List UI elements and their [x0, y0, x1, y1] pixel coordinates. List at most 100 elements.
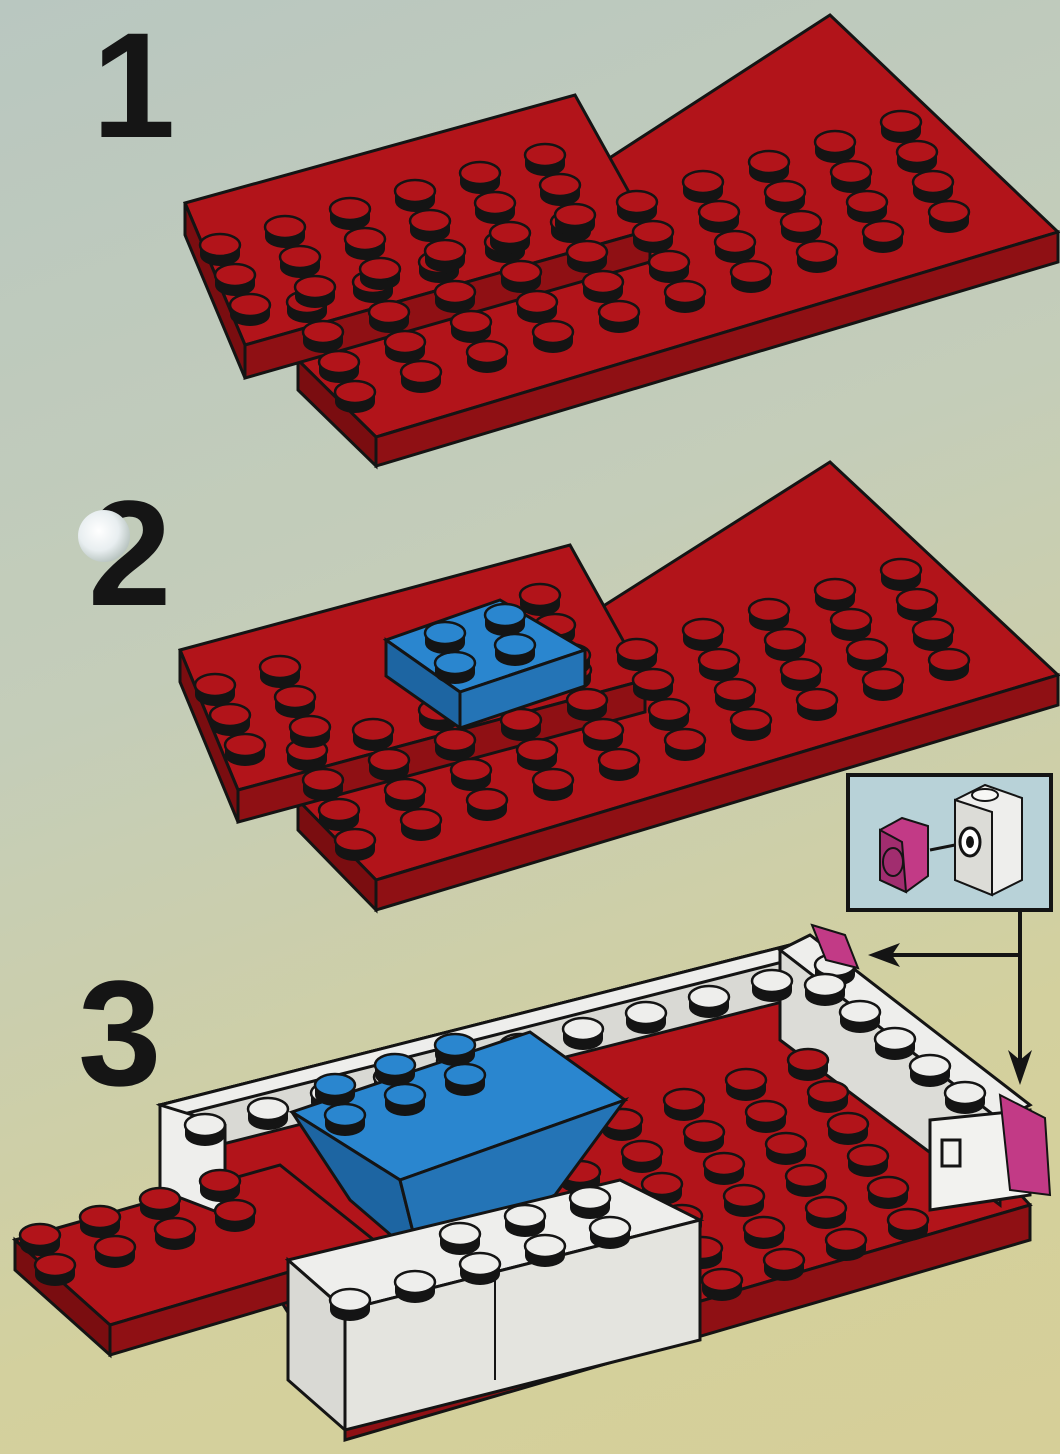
stud-icon	[80, 1206, 120, 1238]
stud-icon	[533, 769, 573, 801]
stud-icon	[319, 799, 359, 831]
stud-icon	[185, 1114, 225, 1146]
stud-icon	[540, 174, 580, 206]
stud-icon	[330, 198, 370, 230]
stud-icon	[410, 210, 450, 242]
stud-icon	[815, 131, 855, 163]
stud-icon	[425, 622, 465, 654]
stud-icon	[369, 749, 409, 781]
stud-icon	[248, 1098, 288, 1130]
stud-icon	[731, 261, 771, 293]
stud-icon	[395, 180, 435, 212]
stud-icon	[225, 734, 265, 766]
stud-icon	[910, 1055, 950, 1087]
stud-icon	[704, 1153, 744, 1185]
stud-icon	[622, 1141, 662, 1173]
stud-icon	[485, 604, 525, 636]
stud-icon	[517, 739, 557, 771]
stud-icon	[786, 1165, 826, 1197]
stud-icon	[467, 341, 507, 373]
stud-icon	[360, 258, 400, 290]
stud-icon	[95, 1236, 135, 1268]
stud-icon	[888, 1209, 928, 1241]
stud-icon	[303, 769, 343, 801]
stud-icon	[525, 1235, 565, 1267]
stud-icon	[583, 719, 623, 751]
stud-icon	[451, 311, 491, 343]
stud-icon	[797, 241, 837, 273]
stud-icon	[501, 261, 541, 293]
stud-icon	[583, 271, 623, 303]
stud-icon	[260, 656, 300, 688]
stud-icon	[505, 1205, 545, 1237]
stud-icon	[215, 264, 255, 296]
stud-icon	[913, 619, 953, 651]
stud-icon	[765, 629, 805, 661]
stud-icon	[520, 584, 560, 616]
stud-icon	[649, 699, 689, 731]
stud-icon	[599, 301, 639, 333]
stud-icon	[913, 171, 953, 203]
stud-icon	[749, 599, 789, 631]
stud-icon	[330, 1289, 370, 1321]
stud-icon	[435, 652, 475, 684]
stud-icon	[715, 231, 755, 263]
stud-icon	[633, 221, 673, 253]
stud-icon	[806, 1197, 846, 1229]
stud-icon	[555, 204, 595, 236]
stud-icon	[749, 151, 789, 183]
stud-icon	[702, 1269, 742, 1301]
stud-icon	[897, 589, 937, 621]
stud-icon	[689, 986, 729, 1018]
stud-icon	[200, 234, 240, 266]
stud-icon	[451, 759, 491, 791]
stud-icon	[395, 1271, 435, 1303]
stud-icon	[875, 1028, 915, 1060]
detail-inset	[848, 775, 1051, 910]
stud-icon	[808, 1081, 848, 1113]
stud-icon	[567, 689, 607, 721]
stud-icon	[847, 191, 887, 223]
stud-icon	[369, 301, 409, 333]
stud-icon	[945, 1082, 985, 1114]
stud-icon	[815, 579, 855, 611]
stud-icon	[567, 241, 607, 273]
stud-icon	[684, 1121, 724, 1153]
stud-icon	[445, 1064, 485, 1096]
stud-icon	[744, 1217, 784, 1249]
stud-icon	[863, 669, 903, 701]
stud-icon	[599, 749, 639, 781]
stud-icon	[781, 211, 821, 243]
stud-icon	[665, 281, 705, 313]
stud-icon	[797, 689, 837, 721]
stud-icon	[831, 609, 871, 641]
stud-icon	[699, 201, 739, 233]
stud-icon	[828, 1113, 868, 1145]
stud-icon	[335, 829, 375, 861]
stud-icon	[325, 1104, 365, 1136]
hinge-part-icon	[880, 818, 928, 892]
stud-icon	[929, 201, 969, 233]
stud-icon	[626, 1002, 666, 1034]
stud-icon	[731, 709, 771, 741]
stud-icon	[781, 659, 821, 691]
stud-icon	[848, 1145, 888, 1177]
stud-icon	[353, 719, 393, 751]
stud-icon	[275, 686, 315, 718]
stud-icon	[215, 1200, 255, 1232]
stud-icon	[633, 669, 673, 701]
stud-icon	[295, 276, 335, 308]
stud-icon	[699, 649, 739, 681]
stud-icon	[765, 181, 805, 213]
stud-icon	[315, 1074, 355, 1106]
stud-icon	[435, 281, 475, 313]
stud-icon	[617, 639, 657, 671]
stud-icon	[230, 294, 270, 326]
stud-icon	[533, 321, 573, 353]
stud-icon	[345, 228, 385, 260]
stud-icon	[826, 1229, 866, 1261]
stud-icon	[195, 674, 235, 706]
stud-icon	[375, 1054, 415, 1086]
stud-icon	[280, 246, 320, 278]
